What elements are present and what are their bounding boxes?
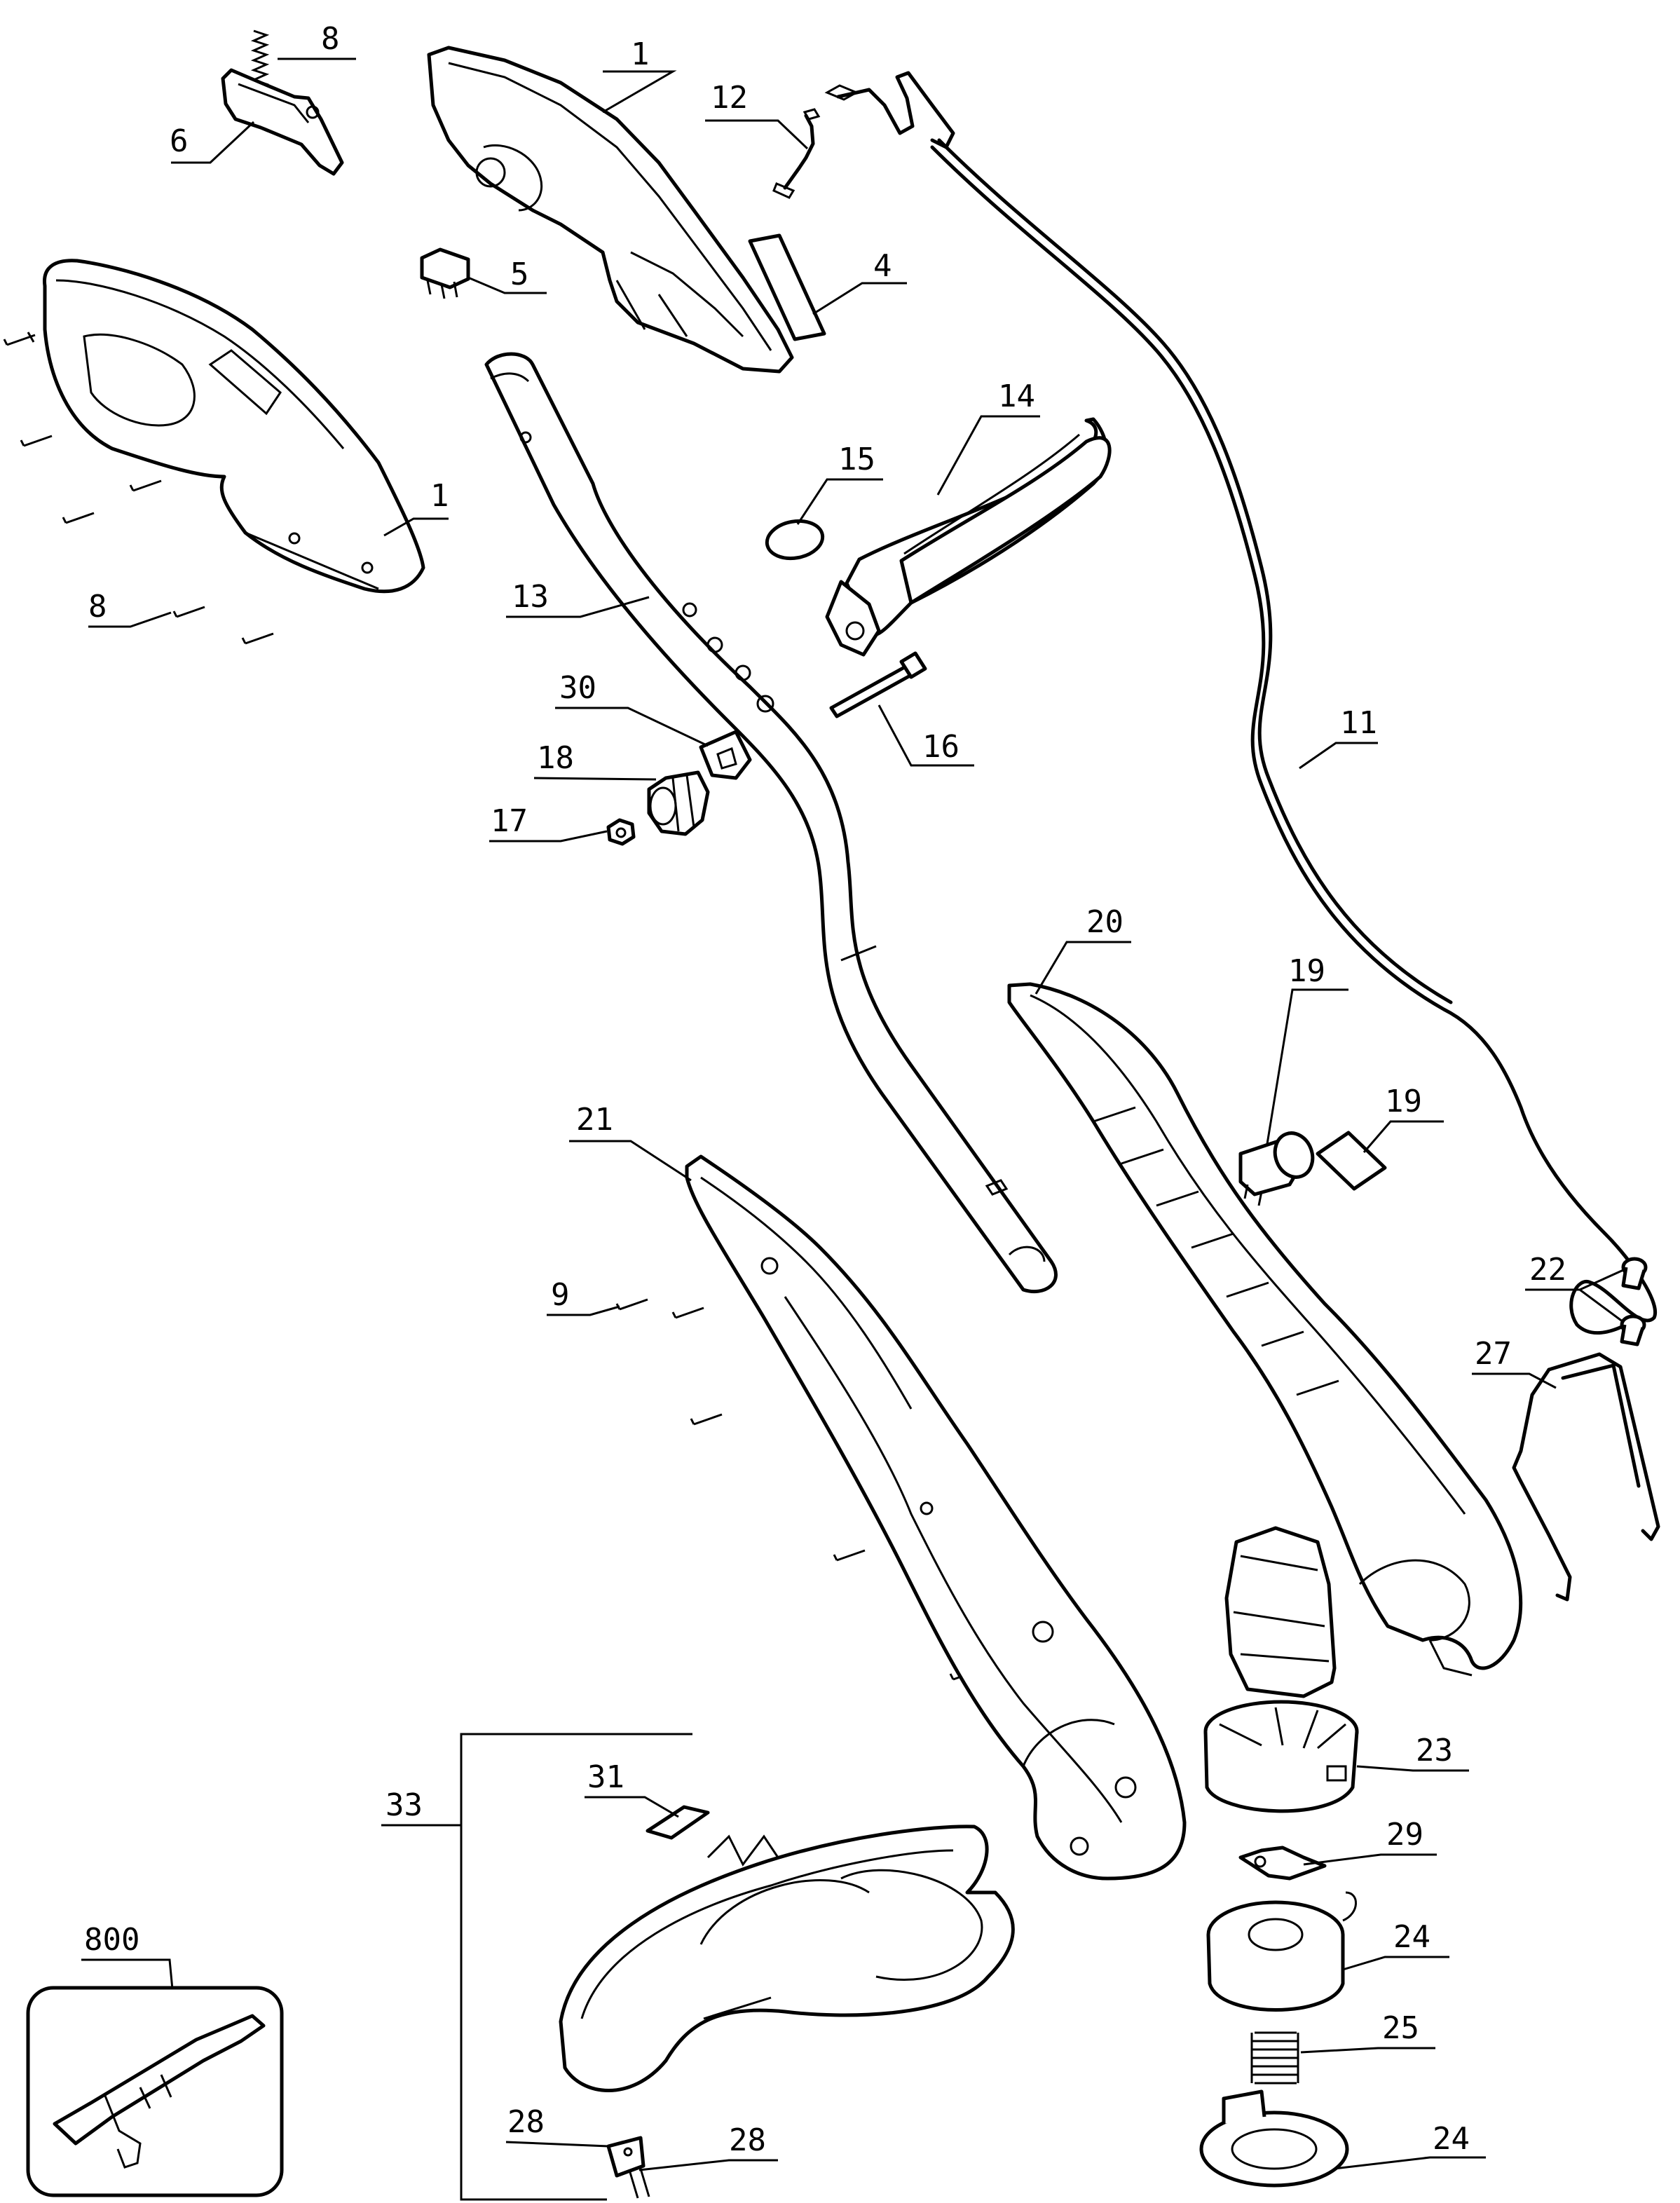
item-800-inset <box>26 1986 284 2197</box>
callout-21-label: 22 <box>1529 1252 1566 1288</box>
callout-20: 23 <box>1356 1733 1469 1772</box>
part-24-spool-cap <box>1199 2089 1349 2188</box>
part-29-line-cutter <box>1238 1846 1327 1881</box>
callout-23-label: 25 <box>1382 2010 1419 2046</box>
callout-11-label: 13 <box>512 579 549 615</box>
callout-17: 19 <box>1363 1084 1444 1153</box>
callout-19-right: 20 <box>1034 904 1131 995</box>
part-21-caps <box>1620 1257 1648 1346</box>
callout-7: 8 <box>278 21 356 60</box>
part-16-knob <box>647 770 710 836</box>
callout-30-label: 30 <box>559 670 596 706</box>
callout-4-label: 4 <box>873 248 892 284</box>
callout-9: 11 <box>1299 705 1378 770</box>
callout-1-top-label: 1 <box>631 36 650 72</box>
callout-5: 5 <box>467 257 547 294</box>
part-13-label <box>765 519 825 561</box>
callout-25: 27 <box>1472 1336 1557 1389</box>
part-1-handle-housing-left <box>43 259 425 594</box>
callout-22-label: 24 <box>1393 1919 1430 1955</box>
callout-24: 24 <box>1334 2121 1486 2170</box>
callout-800-label: 800 <box>84 1922 139 1958</box>
callout-6-label: 6 <box>170 123 189 159</box>
part-28-screws <box>628 2168 650 2199</box>
callout-22: 24 <box>1342 1919 1449 1971</box>
callout-30: 30 <box>555 670 709 747</box>
callout-17-label: 19 <box>1385 1084 1422 1119</box>
callout-29: 29 <box>1303 1817 1437 1866</box>
callout-8-bottom: 9 <box>547 1277 620 1316</box>
callout-31-label: 31 <box>587 1759 624 1795</box>
callout-12: 14 <box>936 378 1040 496</box>
part-15-nut <box>606 818 636 846</box>
callout-29-label: 29 <box>1386 1817 1423 1853</box>
part-18-bracket <box>1238 1131 1315 1206</box>
callout-8-top-label: 8 <box>88 589 107 625</box>
callout-1-top: 1 <box>602 36 677 114</box>
callout-15: 17 <box>489 803 608 843</box>
part-11-shaft-tube <box>484 352 1058 1294</box>
callout-14-label: 16 <box>922 729 959 765</box>
part-10-wire-harness <box>772 108 821 199</box>
callout-7-label: 8 <box>321 21 340 57</box>
callout-20-label: 23 <box>1416 1733 1453 1768</box>
callout-18-label: 19 <box>1288 953 1325 989</box>
callout-31: 31 <box>585 1759 679 1818</box>
callout-25-label: 27 <box>1475 1336 1512 1372</box>
callout-24-label: 24 <box>1433 2121 1470 2157</box>
callout-10: 12 <box>705 80 809 150</box>
part-20-motor <box>1203 1526 1359 1813</box>
part-14-bolt <box>829 651 927 718</box>
part-31-label <box>646 1805 710 1840</box>
callout-14: 16 <box>877 704 974 767</box>
callout-19-right-label: 20 <box>1086 904 1124 940</box>
callout-33-label: 33 <box>385 1787 423 1823</box>
callout-4: 4 <box>812 248 907 315</box>
assembly-33-bracket <box>460 1733 692 2201</box>
callout-15-label: 17 <box>491 803 528 839</box>
part-9-power-cord <box>824 71 1657 1335</box>
callout-13-label: 15 <box>838 442 875 477</box>
callout-13: 15 <box>796 442 883 525</box>
part-5-switch <box>420 247 470 299</box>
callout-28-label: 28 <box>729 2122 766 2158</box>
callout-1-left: 1 <box>383 478 449 537</box>
callout-23: 25 <box>1300 2010 1435 2054</box>
callout-8-bottom-label: 9 <box>551 1277 570 1313</box>
part-19-motor-housing-inner <box>1007 982 1523 1677</box>
callout-16: 18 <box>533 740 657 781</box>
callout-6: 6 <box>170 121 255 164</box>
callout-800: 800 <box>81 1922 174 1990</box>
callout-18: 19 <box>1266 953 1348 1145</box>
part-22-spool <box>1206 1891 1357 2012</box>
callout-19-left-label: 21 <box>576 1102 613 1138</box>
part-12-auxiliary-handle <box>825 417 1112 657</box>
part-27-clip <box>606 2136 646 2178</box>
callout-33: 33 <box>381 1787 461 1827</box>
callout-5-label: 5 <box>510 257 529 292</box>
callout-1-left-label: 1 <box>430 478 449 514</box>
part-4-label <box>748 233 826 341</box>
part-23-spool-spring <box>1250 2031 1299 2085</box>
part-30-clamp <box>699 730 752 780</box>
part-17-label <box>1316 1131 1387 1191</box>
screws <box>3 332 982 1681</box>
callout-10-label: 12 <box>711 80 748 116</box>
callout-9-label: 11 <box>1340 705 1377 741</box>
part-6-trigger <box>221 68 344 176</box>
callout-19-left: 21 <box>569 1102 692 1182</box>
callout-28: 28 <box>638 2122 778 2171</box>
part-25-wire-guard <box>1512 1352 1660 1602</box>
callout-27: 28 <box>505 2104 609 2148</box>
callout-11: 13 <box>506 579 650 618</box>
callout-21: 22 <box>1525 1252 1624 1323</box>
callout-12-label: 14 <box>998 378 1035 414</box>
part-1-handle-housing-upper <box>427 46 794 374</box>
callout-8-top: 8 <box>88 589 172 628</box>
callout-27-label: 28 <box>507 2104 545 2140</box>
part-33-guard <box>559 1825 1015 2092</box>
callout-16-label: 18 <box>537 740 574 776</box>
part-19-motor-housing-outer <box>685 1154 1187 1881</box>
